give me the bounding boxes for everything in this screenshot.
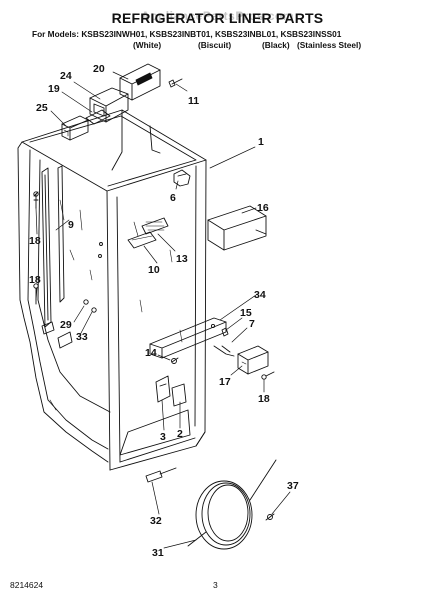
callout-13: 13 [176,253,188,265]
callout-9: 9 [68,219,74,231]
variant-black: (Black) [262,40,290,50]
callout-6: 6 [170,192,176,204]
callout-14: 14 [145,347,157,359]
variant-white: (White) [133,40,162,50]
callout-34: 34 [254,289,266,301]
water-tubing [145,459,277,550]
callout-16: 16 [257,202,269,214]
document-number: 8214624 [10,580,44,590]
callout-18-upper: 18 [29,235,41,247]
brackets [127,205,275,380]
liner-body [17,109,207,471]
callout-18-lower: 18 [29,274,41,286]
leader-lines [35,71,291,549]
callout-3: 3 [160,431,166,443]
callout-24: 24 [60,70,72,82]
variant-biscuit: (Biscuit) [198,40,232,50]
watermark: AppliancePartsPros.com [140,9,295,23]
page-number: 3 [213,580,218,590]
callout-31: 31 [152,547,164,559]
control-housing-parts [61,63,191,187]
models-line: For Models: KSBS23INWH01, KSBS23INBT01, … [32,29,342,39]
callout-19: 19 [48,83,60,95]
callout-29: 29 [60,319,72,331]
callout-37: 37 [287,480,299,492]
callout-7: 7 [249,318,255,330]
callout-17: 17 [219,376,231,388]
callout-25: 25 [36,102,48,114]
callout-33: 33 [76,331,88,343]
page-title: REFRIGERATOR LINER PARTS [111,10,324,26]
callout-18-right: 18 [258,393,270,405]
callout-2: 2 [177,428,183,440]
callout-11: 11 [188,95,199,107]
callout-32: 32 [150,515,162,527]
callouts: 1 2 3 6 7 9 10 11 13 14 15 16 17 18 18 1… [29,63,299,559]
callout-15: 15 [240,307,252,319]
callout-20: 20 [93,63,105,75]
callout-1: 1 [258,136,264,148]
variant-stainless: (Stainless Steel) [297,40,362,50]
callout-10: 10 [148,264,160,276]
